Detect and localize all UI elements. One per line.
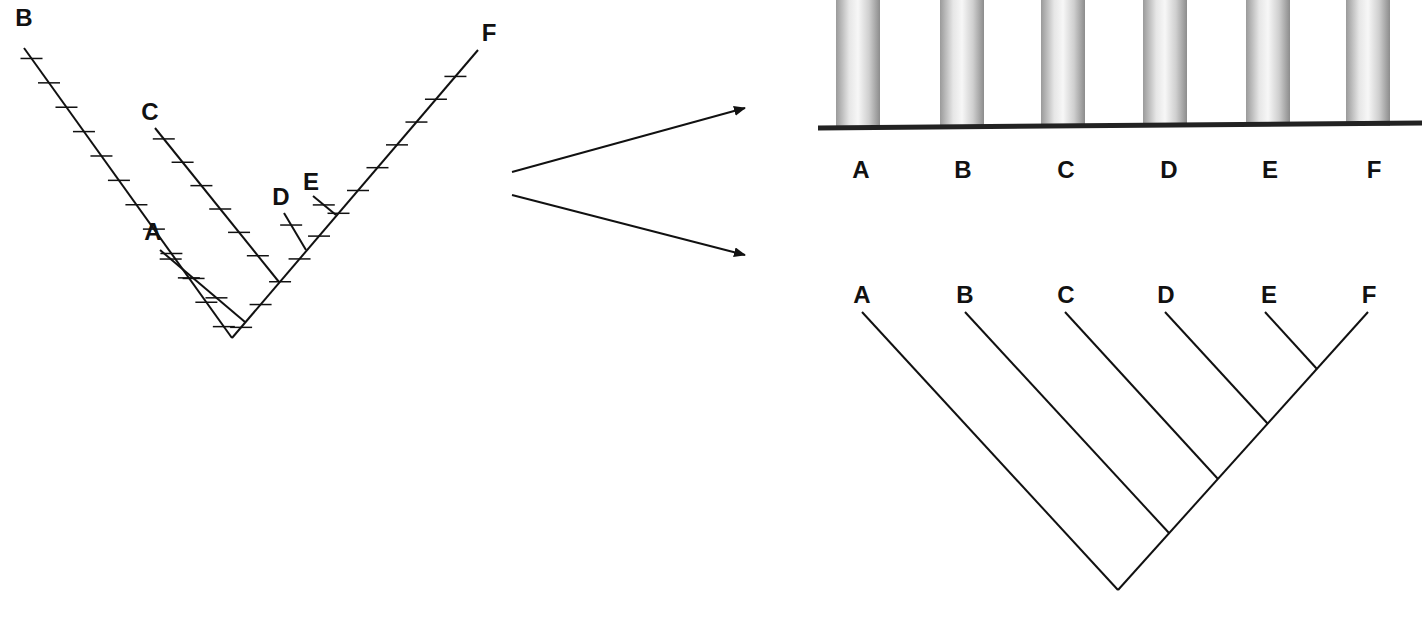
character-tick <box>21 58 43 60</box>
character-tick <box>160 253 182 255</box>
character-tick <box>108 180 130 182</box>
branch <box>965 312 1169 533</box>
baseline <box>818 123 1422 128</box>
column-label: B <box>954 158 971 182</box>
character-tick <box>313 204 335 206</box>
branch <box>155 128 279 282</box>
branch <box>1118 312 1368 590</box>
character-tick <box>153 138 175 140</box>
branch <box>1065 312 1218 479</box>
tree-leaf-label: D <box>272 185 289 209</box>
character-tick <box>247 255 269 257</box>
character-tick <box>55 106 77 108</box>
arrow <box>512 108 745 172</box>
tree-leaf-label: F <box>482 21 497 45</box>
branch <box>1165 312 1268 424</box>
column <box>940 0 984 126</box>
branch <box>862 312 1118 590</box>
cladogram-leaf-label: F <box>1362 283 1377 307</box>
column <box>1041 0 1085 126</box>
character-tick <box>190 185 212 187</box>
column <box>836 0 880 126</box>
character-tick <box>405 121 427 123</box>
character-tick <box>444 76 466 78</box>
character-tick <box>269 281 291 283</box>
column-label: F <box>1367 158 1382 182</box>
character-tick <box>386 144 408 146</box>
column <box>1346 0 1390 126</box>
character-tick <box>38 82 60 84</box>
tick-tree <box>21 48 478 338</box>
character-tick <box>183 278 205 280</box>
character-tick <box>280 224 302 226</box>
column-label: A <box>852 158 869 182</box>
character-tick <box>425 98 447 100</box>
branch <box>284 213 306 250</box>
character-tick <box>195 301 217 303</box>
cladogram-leaf-label: D <box>1157 283 1174 307</box>
character-tick <box>347 190 369 192</box>
character-tick <box>172 162 194 164</box>
transform-arrows <box>512 108 745 255</box>
column-panel <box>818 0 1422 128</box>
branch <box>313 196 336 215</box>
character-tick <box>230 327 252 329</box>
character-tick <box>250 304 272 306</box>
tree-leaf-label: B <box>15 6 32 30</box>
character-tick <box>73 131 95 133</box>
arrow <box>512 195 745 255</box>
cladogram-leaf-label: C <box>1057 283 1074 307</box>
cladogram <box>862 312 1368 590</box>
column-label: C <box>1057 158 1074 182</box>
character-tick <box>228 232 250 234</box>
cladogram-leaf-label: B <box>956 283 973 307</box>
column-label: D <box>1160 158 1177 182</box>
column-label: E <box>1262 158 1278 182</box>
character-tick <box>289 258 311 260</box>
character-tick <box>209 208 231 210</box>
character-tick <box>125 204 147 206</box>
column <box>1246 0 1290 126</box>
cladogram-leaf-label: E <box>1261 283 1277 307</box>
tree-leaf-label: E <box>303 170 319 194</box>
branch <box>232 50 478 338</box>
character-tick <box>90 155 112 157</box>
tree-leaf-label: A <box>144 220 161 244</box>
branch <box>24 48 232 338</box>
character-tick <box>205 297 227 299</box>
column <box>1143 0 1187 126</box>
character-tick <box>366 167 388 169</box>
character-tick <box>308 235 330 237</box>
character-tick <box>160 258 182 260</box>
branch <box>1265 312 1317 369</box>
tree-leaf-label: C <box>141 100 158 124</box>
cladogram-leaf-label: A <box>853 283 870 307</box>
branch <box>160 250 245 322</box>
character-tick <box>328 213 350 215</box>
